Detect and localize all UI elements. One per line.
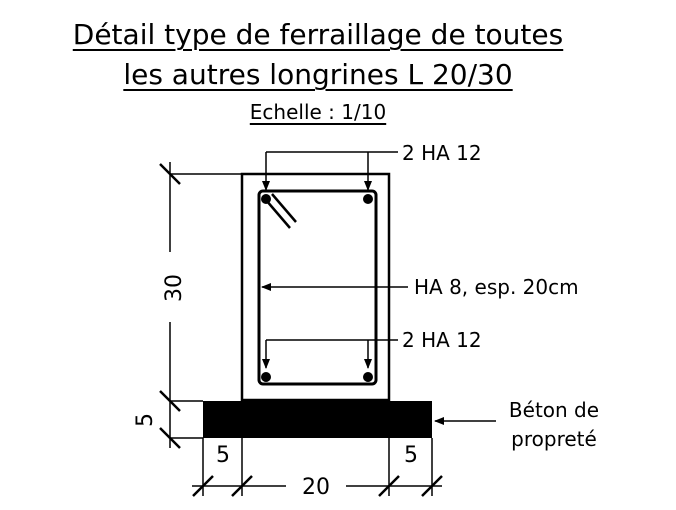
height-dimension-label: 30 bbox=[162, 274, 187, 302]
lean-concrete-label-line-2: propreté bbox=[511, 427, 597, 451]
drawing-title-line-2: les autres longrines L 20/30 bbox=[123, 58, 513, 91]
bottom-left-rebar bbox=[261, 372, 271, 382]
drawing-scale: Echelle : 1/10 bbox=[249, 100, 387, 124]
lean-thickness-dimension-label: 5 bbox=[133, 413, 158, 427]
lean-concrete-label-line-1: Béton de bbox=[509, 398, 599, 422]
left-overhang-dimension-label: 5 bbox=[216, 443, 230, 468]
width-dimension-label: 20 bbox=[302, 475, 330, 500]
top-bars-label: 2 HA 12 bbox=[402, 141, 482, 165]
bottom-right-rebar bbox=[363, 372, 373, 382]
stirrup-hook bbox=[265, 193, 297, 229]
stirrups-label: HA 8, esp. 20cm bbox=[414, 275, 579, 299]
vertical-dimension bbox=[159, 162, 242, 449]
horizontal-dimension bbox=[192, 400, 443, 497]
right-overhang-dimension-label: 5 bbox=[404, 443, 418, 468]
bottom-bars-leader bbox=[262, 339, 398, 369]
drawing-title-line-1: Détail type de ferraillage de toutes bbox=[72, 18, 564, 51]
top-right-rebar bbox=[363, 194, 373, 204]
bottom-bars-label: 2 HA 12 bbox=[402, 328, 482, 352]
top-left-rebar bbox=[261, 194, 271, 204]
lean-concrete-slab bbox=[203, 401, 432, 438]
top-bars-leader bbox=[262, 151, 398, 191]
